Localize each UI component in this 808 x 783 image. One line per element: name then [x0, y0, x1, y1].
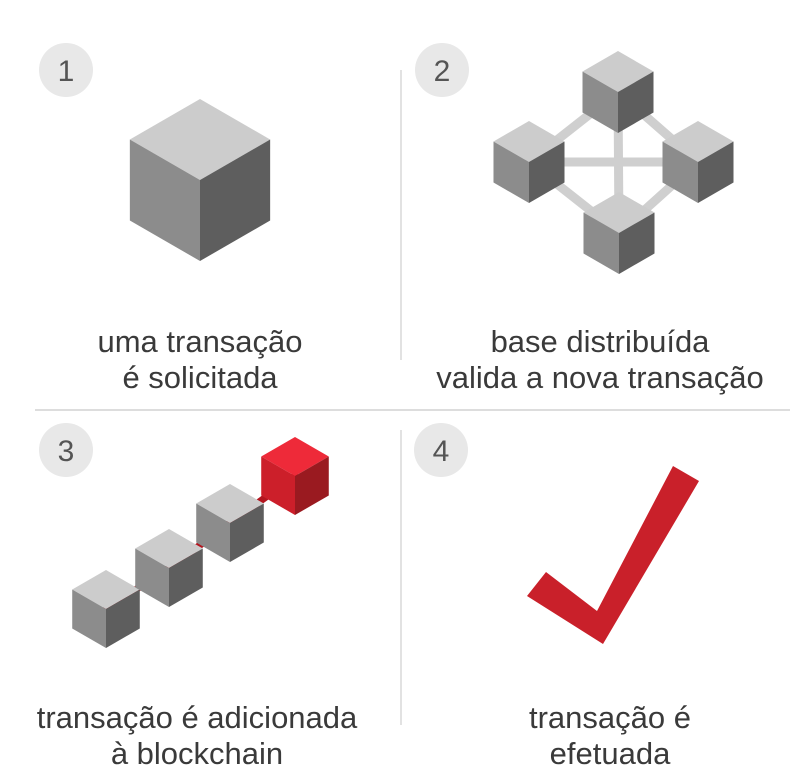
cube — [72, 570, 140, 648]
step-caption-line: efetuada — [550, 736, 671, 771]
step-2: 2 base distribuída valida a nova transaç… — [415, 43, 764, 395]
cube — [662, 121, 734, 203]
cube-left-face — [662, 141, 698, 203]
step-number: 1 — [58, 55, 75, 88]
step-number: 4 — [433, 435, 450, 468]
cube-right-face — [698, 141, 734, 203]
cube — [135, 529, 203, 607]
step-1: 1 uma transação é solicitada — [39, 43, 303, 395]
cube-left-face — [72, 589, 106, 648]
cube-right-face — [619, 212, 655, 274]
cube-right-face — [169, 548, 203, 607]
cube-left-face — [261, 456, 295, 515]
step-badge — [414, 423, 468, 477]
step-badge — [415, 43, 469, 97]
step-caption-line: base distribuída — [491, 324, 711, 359]
cube-left-face — [493, 141, 529, 203]
step-4: 4 transação é efetuada — [414, 423, 699, 771]
step-caption-line: à blockchain — [111, 736, 283, 771]
cube-right-face — [529, 141, 565, 203]
cube-top-face — [135, 529, 203, 568]
step-caption-line: transação é adicionada — [37, 700, 358, 735]
step-badge — [39, 423, 93, 477]
cube — [582, 51, 654, 133]
step-badge — [39, 43, 93, 97]
cube — [583, 192, 655, 274]
step-caption-line: uma transação — [97, 324, 302, 359]
cube-left-face — [196, 503, 230, 562]
step-number: 2 — [434, 55, 451, 88]
cube-left-face — [582, 71, 618, 133]
step-number: 3 — [58, 435, 75, 468]
cube-left-face — [129, 139, 200, 261]
step-caption-line: é solicitada — [122, 360, 278, 395]
cube-right-face — [295, 456, 329, 515]
cube-right-face — [230, 503, 264, 562]
cube-left-face — [583, 212, 619, 274]
cube-icon — [129, 99, 271, 261]
cube — [493, 121, 565, 203]
cube — [196, 484, 264, 562]
step-caption-line: valida a nova transação — [436, 360, 763, 395]
cube-right-face — [200, 139, 271, 261]
checkmark-icon — [527, 466, 699, 644]
step-caption-line: transação é — [529, 700, 691, 735]
cube-right-face — [618, 71, 654, 133]
cube-right-face — [106, 589, 140, 648]
chain-icon — [72, 437, 329, 648]
step-3: 3 transação é adicionada à blockchain — [37, 423, 358, 771]
cube-left-face — [135, 548, 169, 607]
cube — [129, 99, 271, 261]
red-cube — [261, 437, 329, 515]
network-icon — [493, 51, 734, 274]
